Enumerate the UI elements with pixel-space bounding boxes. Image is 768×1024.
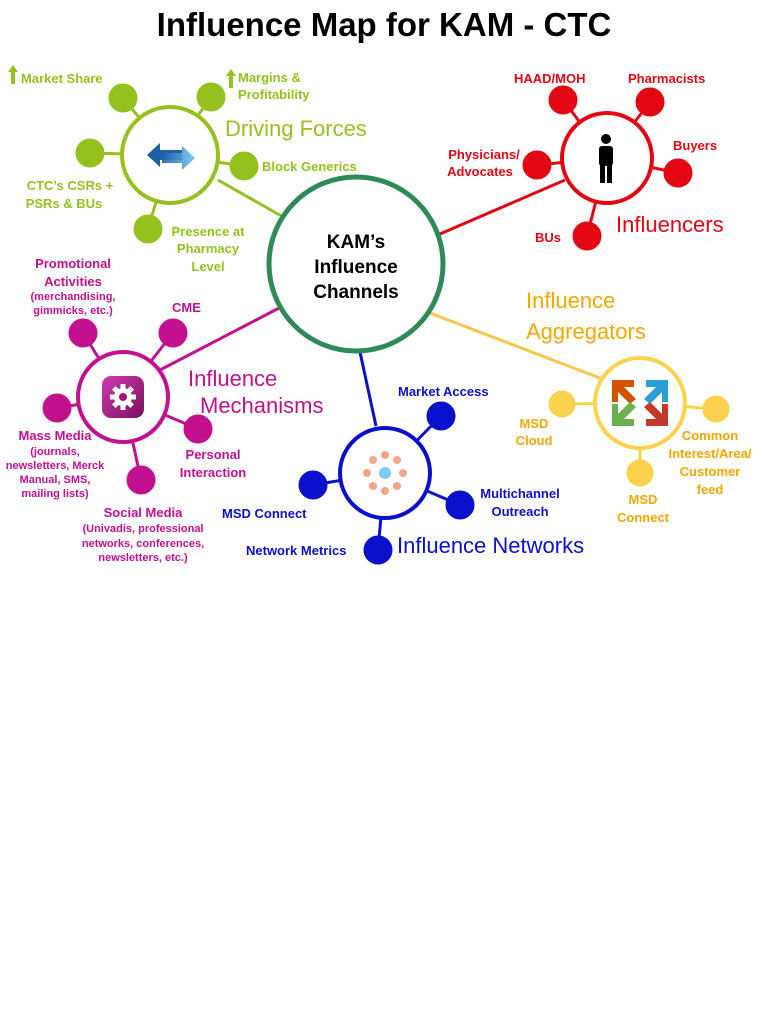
- node-common-interest: [702, 395, 730, 423]
- node-presence: [133, 214, 163, 244]
- label-market-share: Market Share: [21, 71, 103, 86]
- center-node: KAM’s Influence Channels: [266, 174, 446, 354]
- node-network-metrics: [363, 535, 393, 565]
- label-msd-cloud-line1: MSD: [520, 416, 549, 431]
- node-msd-connect-agg: [626, 459, 654, 487]
- label-social-line3: networks, conferences,: [82, 538, 204, 550]
- label-presence-line2: Pharmacy: [177, 241, 240, 256]
- label-mass-line1: Mass Media: [19, 428, 93, 443]
- node-multichannel: [445, 490, 475, 520]
- label-bus: BUs: [535, 230, 561, 245]
- node-buyers: [663, 158, 693, 188]
- label-mass-line2: (journals,: [30, 446, 80, 458]
- up-arrow-icon: [8, 65, 18, 84]
- node-cme: [158, 318, 188, 348]
- label-personal-line2: Interaction: [180, 465, 247, 480]
- label-presence-line1: Presence at: [172, 224, 246, 239]
- node-csrs: [75, 138, 105, 168]
- aggregators-cluster: [548, 356, 730, 487]
- label-promo-line3: (merchandising,: [31, 291, 116, 303]
- label-personal-line1: Personal: [186, 447, 241, 462]
- label-margins-line1: Margins &: [238, 70, 301, 85]
- node-pharmacists: [635, 87, 665, 117]
- hub-connectors: [159, 178, 606, 427]
- label-csrs-line1: CTC’s CSRs +: [27, 178, 114, 193]
- label-promo-line4: gimmicks, etc.): [33, 305, 113, 317]
- node-margins: [196, 82, 226, 112]
- aggregators-hub: [593, 356, 687, 450]
- node-promotional: [68, 318, 98, 348]
- label-social-line1: Social Media: [104, 505, 184, 520]
- label-csrs-line2: PSRs & BUs: [26, 196, 103, 211]
- influencers-cluster: [522, 85, 693, 251]
- center-label-line3: Channels: [313, 282, 399, 303]
- node-physicians: [522, 150, 552, 180]
- label-common-line2: Interest/Area/: [668, 446, 751, 461]
- driving-forces-cluster: [75, 82, 259, 244]
- networks-cluster: [298, 401, 475, 565]
- label-mass-line3: newsletters, Merck: [6, 460, 105, 472]
- page-title: Influence Map for KAM - CTC: [156, 6, 612, 43]
- converge-arrows-icon: [612, 380, 668, 426]
- node-market-access: [426, 401, 456, 431]
- label-buyers: Buyers: [673, 138, 717, 153]
- mechanisms-cluster: [42, 318, 213, 495]
- up-arrow-icon: [226, 69, 236, 88]
- gear-icon: [102, 376, 144, 418]
- label-social-line4: newsletters, etc.): [98, 552, 188, 564]
- label-margins-line2: Profitability: [238, 87, 310, 102]
- node-social: [126, 465, 156, 495]
- node-personal: [183, 414, 213, 444]
- label-common-line1: Common: [682, 428, 738, 443]
- influencers-heading: Influencers: [616, 212, 724, 237]
- label-market-access: Market Access: [398, 384, 489, 399]
- label-cme: CME: [172, 300, 201, 315]
- node-market-share: [108, 83, 138, 113]
- mechanisms-heading-line1: Influence: [188, 366, 277, 391]
- label-common-line4: feed: [697, 482, 724, 497]
- node-bus: [572, 221, 602, 251]
- label-haad: HAAD/MOH: [514, 71, 586, 86]
- node-msd-connect-net: [298, 470, 328, 500]
- person-icon: [599, 134, 613, 183]
- center-label-line2: Influence: [314, 257, 397, 278]
- label-msd-connect-agg-line2: Connect: [617, 510, 670, 525]
- label-block-generics: Block Generics: [262, 159, 357, 174]
- label-msd-connect-agg-line1: MSD: [629, 492, 658, 507]
- label-multichannel-line2: Outreach: [491, 504, 548, 519]
- label-mass-line4: Manual, SMS,: [20, 474, 91, 486]
- swap-arrows-icon: [147, 143, 195, 170]
- label-pharmacists: Pharmacists: [628, 71, 705, 86]
- node-mass-media: [42, 393, 72, 423]
- label-common-line3: Customer: [680, 464, 741, 479]
- label-presence-line3: Level: [191, 259, 224, 274]
- label-promo-line2: Activities: [44, 274, 102, 289]
- label-mass-line5: mailing lists): [21, 488, 89, 500]
- aggregators-heading-line1: Influence: [526, 288, 615, 313]
- label-msd-connect-net: MSD Connect: [222, 506, 307, 521]
- label-physicians-line1: Physicians/: [448, 147, 520, 162]
- node-block-generics: [229, 151, 259, 181]
- label-social-line2: (Univadis, professional: [82, 523, 203, 535]
- node-haad: [548, 85, 578, 115]
- label-network-metrics: Network Metrics: [246, 543, 346, 558]
- network-dots-icon: [363, 451, 407, 495]
- driving-forces-heading: Driving Forces: [225, 116, 367, 141]
- node-msd-cloud: [548, 390, 576, 418]
- aggregators-heading-line2: Aggregators: [526, 319, 646, 344]
- label-promo-line1: Promotional: [35, 256, 111, 271]
- label-physicians-line2: Advocates: [447, 164, 513, 179]
- label-multichannel-line1: Multichannel: [480, 486, 559, 501]
- center-label-line1: KAM’s: [327, 232, 385, 253]
- label-msd-cloud-line2: Cloud: [516, 433, 553, 448]
- mechanisms-heading-line2: Mechanisms: [200, 393, 323, 418]
- networks-heading: Influence Networks: [397, 533, 584, 558]
